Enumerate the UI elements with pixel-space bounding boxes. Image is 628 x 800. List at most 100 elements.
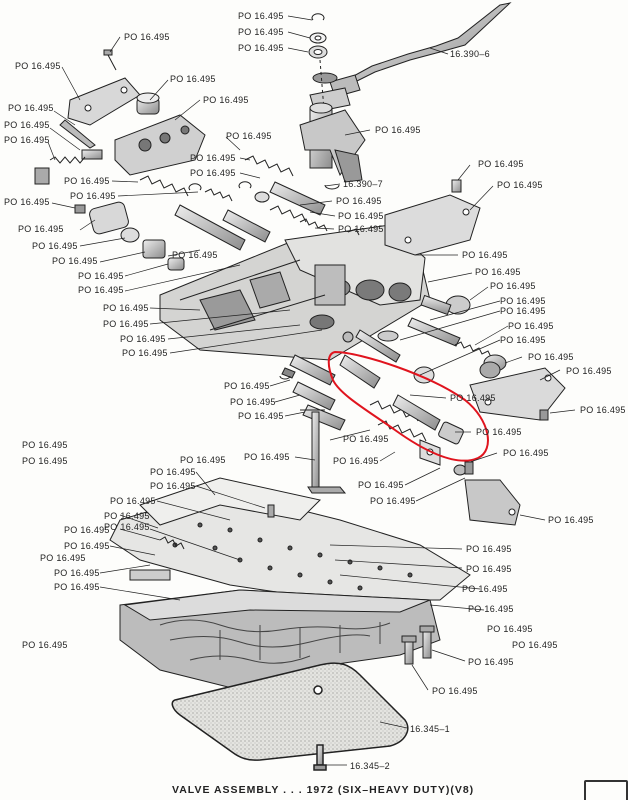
manual-shift-lever xyxy=(309,2,512,113)
part-number-label: 16.390–7 xyxy=(343,179,383,189)
detent-lever-assembly xyxy=(299,102,366,190)
part-label: PO 16.495 xyxy=(358,480,404,490)
part-label: PO 16.495 xyxy=(40,553,86,563)
part-label: PO 16.495 xyxy=(22,456,68,466)
part-label: PO 16.495 xyxy=(52,256,98,266)
top-left-cover-plate xyxy=(67,49,141,126)
part-label: PO 16.495 xyxy=(4,120,50,130)
part-label: PO 16.495 xyxy=(124,32,170,42)
part-label: PO 16.495 xyxy=(500,306,546,316)
part-label: PO 16.495 xyxy=(103,303,149,313)
part-label: PO 16.495 xyxy=(4,135,50,145)
part-label: PO 16.495 xyxy=(64,541,110,551)
part-label: PO 16.495 xyxy=(70,191,116,201)
part-label: PO 16.495 xyxy=(508,321,554,331)
part-label: PO 16.495 xyxy=(54,582,100,592)
part-label: PO 16.495 xyxy=(150,467,196,477)
part-label: PO 16.495 xyxy=(238,411,284,421)
part-label: PO 16.495 xyxy=(104,522,150,532)
part-label: PO 16.495 xyxy=(238,11,284,21)
part-label: PO 16.495 xyxy=(122,348,168,358)
part-label: PO 16.495 xyxy=(487,624,533,634)
part-label: PO 16.495 xyxy=(432,686,478,696)
separator-plate-and-gaskets xyxy=(109,477,471,601)
part-label: PO 16.495 xyxy=(500,335,546,345)
part-label: PO 16.495 xyxy=(475,267,521,277)
part-label: PO 16.495 xyxy=(370,496,416,506)
part-label: PO 16.495 xyxy=(226,131,272,141)
part-label: PO 16.495 xyxy=(478,159,524,169)
page-corner-box xyxy=(584,780,628,800)
part-label: PO 16.495 xyxy=(180,455,226,465)
part-label: PO 16.495 xyxy=(468,604,514,614)
part-label: PO 16.495 xyxy=(64,176,110,186)
part-label: PO 16.495 xyxy=(497,180,543,190)
right-side-valves-and-springs xyxy=(342,294,566,421)
part-label: PO 16.495 xyxy=(170,74,216,84)
part-label: PO 16.495 xyxy=(238,43,284,53)
lower-valve-body xyxy=(119,589,441,691)
part-label: PO 16.495 xyxy=(203,95,249,105)
part-label: PO 16.495 xyxy=(500,296,546,306)
part-label: PO 16.495 xyxy=(32,241,78,251)
part-label: PO 16.495 xyxy=(190,168,236,178)
upper-right-cover-plate xyxy=(347,179,481,256)
part-label: PO 16.495 xyxy=(548,515,594,525)
part-label: PO 16.495 xyxy=(490,281,536,291)
manual-valve-rod xyxy=(300,409,347,494)
oil-filter-screen xyxy=(171,662,409,771)
part-label: PO 16.495 xyxy=(238,27,284,37)
part-label: PO 16.495 xyxy=(190,153,236,163)
part-label: PO 16.495 xyxy=(462,584,508,594)
part-label: PO 16.495 xyxy=(336,196,382,206)
part-number-label: 16.345–1 xyxy=(410,724,450,734)
part-label: PO 16.495 xyxy=(528,352,574,362)
highlight-circle xyxy=(327,350,489,462)
part-number-label: 16.390–6 xyxy=(450,49,490,59)
part-label: PO 16.495 xyxy=(512,640,558,650)
part-label: PO 16.495 xyxy=(343,434,389,444)
part-label: PO 16.495 xyxy=(22,640,68,650)
part-label: PO 16.495 xyxy=(566,366,612,376)
part-label: PO 16.495 xyxy=(468,657,514,667)
part-label: PO 16.495 xyxy=(120,334,166,344)
part-label: PO 16.495 xyxy=(64,525,110,535)
part-label: PO 16.495 xyxy=(580,405,626,415)
part-label: PO 16.495 xyxy=(338,224,384,234)
part-label: PO 16.495 xyxy=(103,319,149,329)
top-left-valve-body xyxy=(34,92,206,185)
part-label: PO 16.495 xyxy=(4,197,50,207)
main-valve-body xyxy=(159,224,431,361)
part-label: PO 16.495 xyxy=(450,393,496,403)
part-label: PO 16.495 xyxy=(15,61,61,71)
part-label: PO 16.495 xyxy=(54,568,100,578)
part-label: PO 16.495 xyxy=(104,511,150,521)
part-label: PO 16.495 xyxy=(462,250,508,260)
part-number-label: 16.345–2 xyxy=(350,761,390,771)
upper-springs-and-valves xyxy=(139,155,328,232)
part-label: PO 16.495 xyxy=(78,271,124,281)
part-label: PO 16.495 xyxy=(230,397,276,407)
part-label: PO 16.495 xyxy=(110,496,156,506)
part-label: PO 16.495 xyxy=(333,456,379,466)
part-label: PO 16.495 xyxy=(150,481,196,491)
part-label: PO 16.495 xyxy=(172,250,218,260)
diagram-caption: VALVE ASSEMBLY . . . 1972 (SIX–HEAVY DUT… xyxy=(172,784,475,796)
part-label: PO 16.495 xyxy=(466,564,512,574)
part-label: PO 16.495 xyxy=(476,427,522,437)
part-label: PO 16.495 xyxy=(18,224,64,234)
part-label: PO 16.495 xyxy=(503,448,549,458)
part-label: PO 16.495 xyxy=(375,125,421,135)
part-label: PO 16.495 xyxy=(224,381,270,391)
part-label: PO 16.495 xyxy=(466,544,512,554)
part-label: PO 16.495 xyxy=(22,440,68,450)
leader-lines xyxy=(47,15,576,766)
part-label: PO 16.495 xyxy=(338,211,384,221)
center-spools-cluster xyxy=(279,354,521,526)
part-label: PO 16.495 xyxy=(244,452,290,462)
upper-spool-valves xyxy=(74,181,326,271)
part-label: PO 16.495 xyxy=(78,285,124,295)
part-label: PO 16.495 xyxy=(8,103,54,113)
